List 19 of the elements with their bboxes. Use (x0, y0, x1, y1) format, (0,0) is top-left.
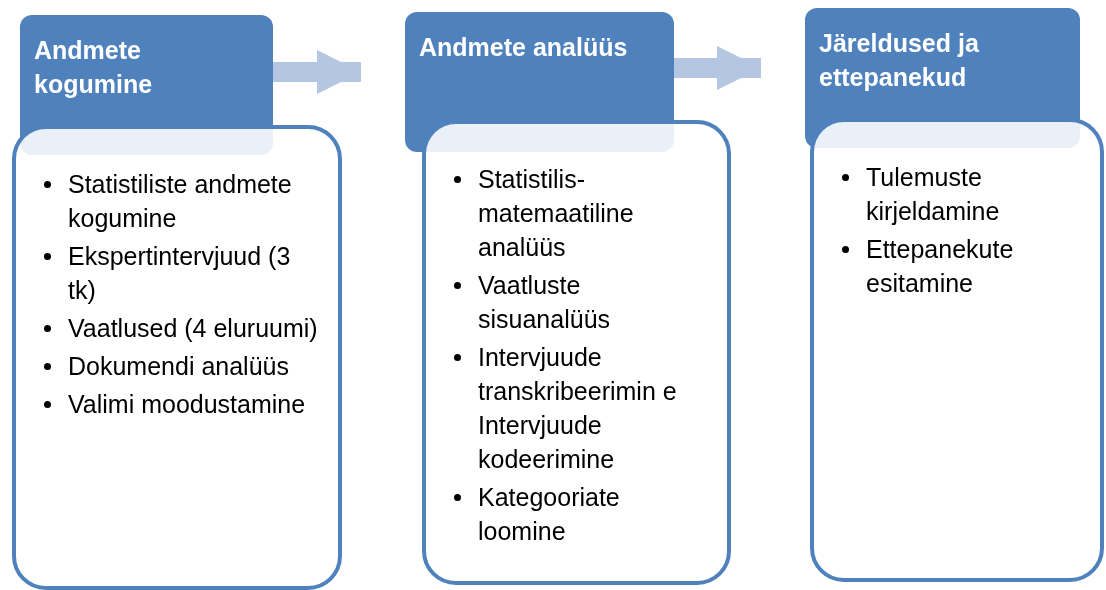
bullet-text: Ekspertintervjuud (3 tk) (68, 242, 291, 304)
bullet-text: Valimi moodustamine (68, 390, 306, 418)
bullet-text: Ettepanekute esitamine (866, 235, 1014, 297)
bullet-text: Vaatluste sisuanalüüs (478, 271, 611, 333)
bullet-text: Tulemuste kirjeldamine (866, 163, 1000, 225)
arrow (674, 46, 761, 90)
bullet-text: Statistiliste andmete kogumine (68, 170, 292, 232)
arrow (273, 50, 361, 94)
bullet-text: Vaatlused (4 eluruumi) (68, 314, 318, 342)
header-title: Järeldused ja ettepanekud (819, 28, 980, 93)
content-card (422, 120, 731, 585)
bullet-text: Intervjuude transkribeerimin e Intervjuude kodeerimine (478, 343, 677, 473)
content-card (12, 125, 342, 590)
bullet-text: Kategooriate loomine (478, 483, 620, 545)
content-card (810, 118, 1104, 582)
bullet-text: Statistilis- matemaatiline analüüs (478, 165, 634, 261)
header-title: Andmete analüüs (419, 32, 629, 63)
header-title: Andmete kogumine (34, 35, 154, 100)
bullet-text: Dokumendi analüüs (68, 352, 289, 380)
